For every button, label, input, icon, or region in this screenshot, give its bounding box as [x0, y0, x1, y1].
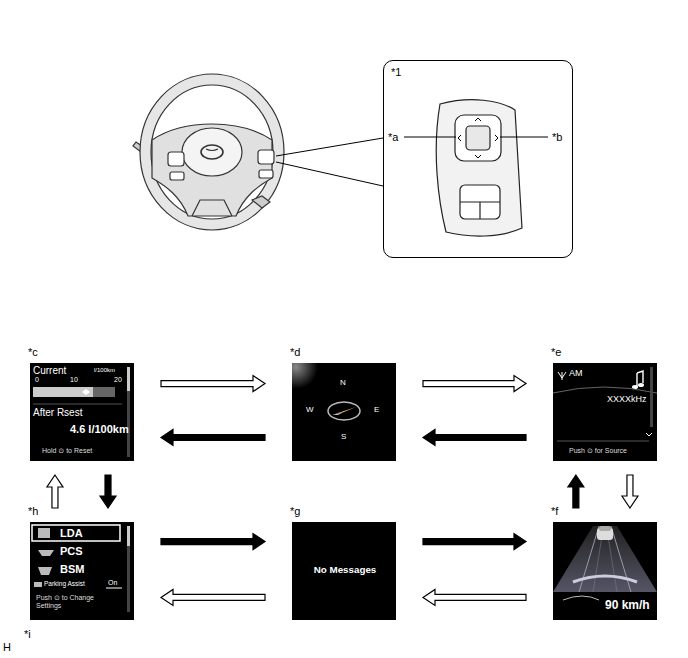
flow-arrow: [100, 475, 116, 508]
flow-arrow: [47, 475, 63, 508]
screen-subtitle: After Rsest: [33, 407, 82, 418]
frequency-value: XXXXkHz: [607, 395, 647, 405]
callout-letter: *d: [290, 346, 300, 358]
display-screen: *eAMXXXXkHzPush ⊙ for Source: [553, 363, 657, 461]
flow-arrow: [423, 534, 526, 550]
fuel-value: 4.6 l/100km: [70, 423, 129, 435]
display-screen: *dNWES: [292, 363, 396, 461]
menu-item: BSM: [60, 563, 84, 575]
display-screen: *hLDAPCSBSMParking AssistOnPush ⊙ to Cha…: [30, 522, 134, 620]
callout-letter: *i: [24, 628, 31, 640]
callout-letter: *a: [388, 131, 398, 143]
flow-arrow: [161, 589, 265, 605]
flow-arrow: [568, 475, 584, 508]
callout-letter: *f: [551, 505, 558, 517]
compass-letter: E: [374, 406, 379, 415]
flow-arrow: [161, 376, 265, 392]
audio-source: AM: [569, 369, 583, 379]
flow-arrow: [622, 475, 638, 508]
callout-box: *1 *a *b: [383, 60, 573, 258]
screen-title: Current: [33, 365, 66, 376]
menu-item: Parking Assist: [44, 580, 85, 587]
scale-number: 0: [35, 376, 39, 384]
screen-graphic: [553, 363, 657, 461]
flow-arrow: [161, 429, 265, 445]
screen-hint: Push ⊙ to Change Settings: [36, 594, 118, 609]
display-screen: *f90 km/h: [553, 522, 657, 620]
flow-arrow: [161, 534, 265, 550]
compass-letter: S: [341, 433, 346, 442]
display-screen: *gNo Messages: [292, 522, 396, 620]
figure-code: H: [3, 641, 11, 653]
callout-letter: *b: [552, 131, 562, 143]
screen-message: No Messages: [293, 565, 397, 576]
compass-letter: N: [340, 379, 346, 388]
setting-value: On: [108, 579, 117, 587]
callout-letter: *c: [28, 346, 38, 358]
menu-item: PCS: [60, 545, 83, 557]
flow-arrow: [423, 589, 526, 605]
screen-hint: Hold ⊙ to Reset: [42, 447, 92, 455]
flow-arrow: [423, 429, 526, 445]
unit-label: l/100km: [94, 367, 115, 374]
callout-letter: *h: [28, 505, 38, 517]
flow-arrow: [423, 376, 526, 392]
scale-number: 20: [114, 376, 122, 384]
menu-item: LDA: [60, 527, 83, 539]
callout-number: *1: [391, 66, 401, 78]
display-screen: *cCurrentl/100km01020After Rsest4.6 l/10…: [30, 363, 134, 461]
callout-letter: *e: [551, 346, 561, 358]
callout-letter: *g: [290, 505, 300, 517]
compass-letter: W: [306, 406, 314, 415]
scale-number: 10: [70, 376, 78, 384]
screen-hint: Push ⊙ for Source: [569, 447, 627, 455]
speed-value: 90 km/h: [605, 599, 650, 612]
